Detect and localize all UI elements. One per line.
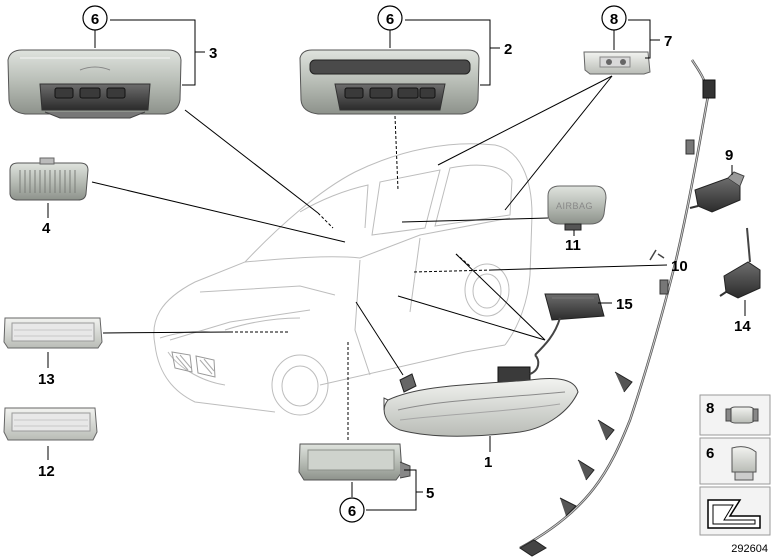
label-15: 15 bbox=[616, 296, 633, 313]
interior-light-3 bbox=[7, 49, 182, 119]
label-circle-6-top-left: 6 bbox=[82, 5, 108, 31]
bulb-inset-8 bbox=[699, 394, 771, 436]
label-6-c: 6 bbox=[348, 503, 356, 520]
airbag-text: AIRBAG bbox=[556, 201, 593, 211]
socket-14 bbox=[719, 227, 761, 299]
interior-light-7 bbox=[583, 51, 651, 75]
label-11: 11 bbox=[565, 237, 581, 254]
label-7: 7 bbox=[664, 33, 672, 50]
bulb-inset-6 bbox=[699, 437, 771, 485]
car-outline bbox=[153, 143, 533, 416]
label-3: 3 bbox=[209, 45, 217, 62]
socket-9 bbox=[689, 171, 745, 213]
label-12: 12 bbox=[38, 463, 55, 480]
interior-light-4 bbox=[9, 157, 89, 201]
label-6-a: 6 bbox=[91, 11, 99, 28]
label-14: 14 bbox=[734, 318, 751, 335]
label-10: 10 bbox=[671, 258, 688, 275]
wiring-harness-10 bbox=[519, 59, 716, 557]
arrow-inset bbox=[699, 486, 771, 536]
part-labels: 3 2 7 9 4 11 10 15 14 13 1 12 5 8 6 bbox=[38, 33, 751, 502]
interior-light-13 bbox=[3, 317, 103, 349]
inset-label-6: 6 bbox=[706, 445, 714, 462]
module-15 bbox=[497, 293, 605, 383]
label-circle-6-top-center: 6 bbox=[377, 5, 403, 31]
label-6-b: 6 bbox=[386, 11, 394, 28]
inset-label-8: 8 bbox=[706, 400, 714, 417]
label-circle-6-bottom: 6 bbox=[339, 497, 365, 523]
label-13: 13 bbox=[38, 371, 55, 388]
interior-light-2 bbox=[299, 49, 480, 115]
label-2: 2 bbox=[504, 41, 512, 58]
interior-light-12 bbox=[3, 407, 98, 441]
label-circle-8-top-right: 8 bbox=[601, 5, 627, 31]
label-5: 5 bbox=[426, 485, 434, 502]
leader-lines bbox=[47, 75, 746, 460]
label-4: 4 bbox=[42, 220, 51, 237]
label-1: 1 bbox=[484, 454, 492, 471]
label-8-a: 8 bbox=[610, 11, 618, 28]
turn-signal-1 bbox=[383, 373, 579, 437]
airbag-badge-11: AIRBAG bbox=[547, 185, 607, 231]
diagram-id: 292604 bbox=[731, 543, 768, 555]
interior-light-5 bbox=[298, 443, 411, 481]
brackets bbox=[94, 19, 660, 511]
label-9: 9 bbox=[725, 147, 733, 164]
